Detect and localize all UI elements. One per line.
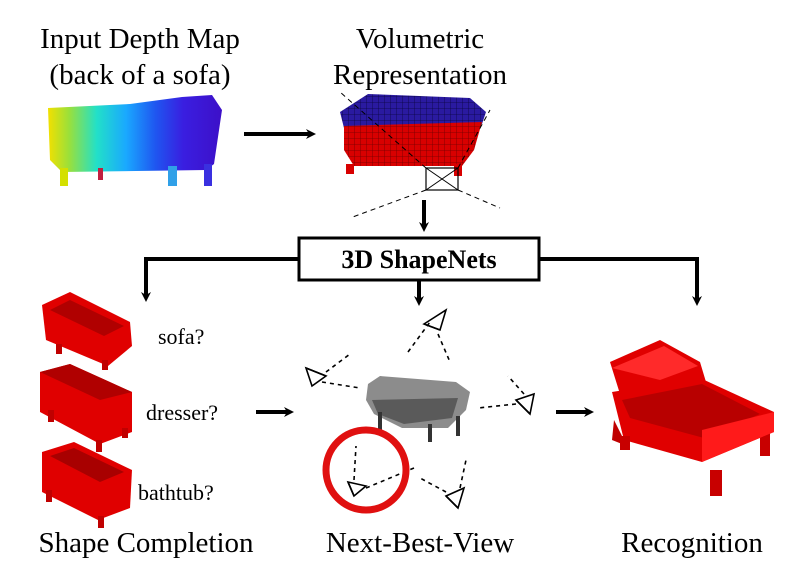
nbv-camera-views — [304, 308, 536, 510]
candidate-bathtub: bathtub? — [138, 480, 214, 505]
candidate-dresser: dresser? — [146, 400, 218, 425]
input-title-line1: Input Depth Map — [40, 23, 240, 55]
input-title-line2: (back of a sofa) — [49, 59, 230, 91]
completion-dresser — [40, 364, 132, 452]
nbv-gray-sofa — [366, 376, 470, 442]
volumetric-title-line1: Volumetric — [356, 23, 484, 55]
candidate-sofa: sofa? — [158, 324, 204, 349]
completion-sofa — [42, 292, 132, 370]
shapenets-label: 3D ShapeNets — [341, 245, 496, 274]
voxel-sofa-image — [340, 94, 486, 176]
shapenets-box: 3D ShapeNets — [297, 236, 541, 282]
depth-map-image — [48, 95, 222, 186]
branch-arrows — [141, 257, 702, 306]
recognition-sofa — [610, 340, 774, 496]
nbv-title: Next-Best-View — [326, 527, 514, 559]
volumetric-title-line2: Representation — [333, 59, 507, 91]
recognition-title: Recognition — [621, 527, 763, 559]
selected-view-highlight — [322, 426, 410, 514]
completion-bathtub — [42, 442, 132, 528]
camera-frustum — [339, 91, 501, 219]
shape-completion-title: Shape Completion — [38, 527, 254, 559]
